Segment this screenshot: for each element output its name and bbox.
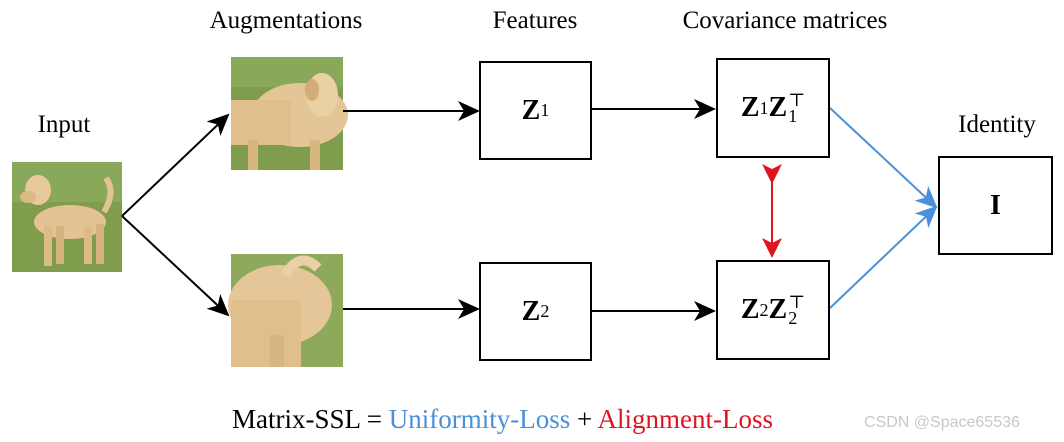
cov2-z-left: Z: [740, 294, 760, 325]
cov2-sub-right: 2: [788, 308, 798, 328]
label-identity: Identity: [958, 111, 1036, 138]
label-features: Features: [492, 7, 578, 34]
identity-box: I: [938, 156, 1053, 255]
arrow-cov2-to-identity: [829, 205, 938, 309]
arrow-cov1-to-identity: [829, 107, 938, 209]
cov2-sub-left: 2: [759, 299, 769, 320]
formula-alignment: Alignment-Loss: [597, 404, 773, 434]
cov1-transpose: ⊤: [788, 90, 806, 110]
label-augmentations: Augmentations: [209, 7, 363, 34]
arrow-input-to-aug1: [121, 113, 230, 217]
formula-uniformity: Uniformity-Loss: [388, 404, 571, 434]
label-input: Input: [37, 111, 91, 138]
cov1-z-left: Z: [740, 92, 760, 123]
augmentation-2-photo: [228, 254, 343, 367]
formula-prefix: Matrix-SSL =: [232, 404, 389, 434]
identity-symbol: I: [990, 189, 1001, 221]
loss-formula: Matrix-SSL = Uniformity-Loss + Alignment…: [232, 402, 773, 436]
z1-subscript: 1: [540, 100, 550, 120]
cov2-z-right: Z: [768, 294, 788, 325]
z2-symbol: Z: [521, 295, 541, 327]
label-covariance-matrices: Covariance matrices: [682, 7, 888, 34]
arrow-input-to-aug2: [121, 215, 230, 317]
z2-subscript: 2: [540, 301, 550, 321]
cov2-transpose: ⊤: [788, 292, 806, 312]
augmentation-1-photo: [231, 57, 348, 170]
cov1-z-right: Z: [768, 92, 788, 123]
formula-plus: +: [570, 404, 598, 434]
cov1-sub-right: 1: [788, 106, 798, 126]
z1-symbol: Z: [521, 94, 541, 126]
watermark: CSDN @Space65536: [864, 414, 1020, 431]
input-dog-photo: [12, 162, 122, 272]
cov1-sub-left: 1: [759, 97, 769, 118]
